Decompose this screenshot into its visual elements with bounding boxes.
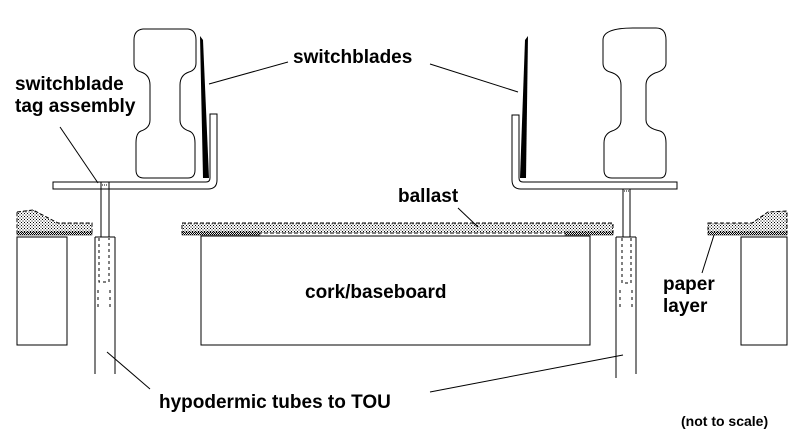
cork-baseboard <box>200 235 591 346</box>
not-to-scale-note: (not to scale) <box>681 413 769 429</box>
right-tag-bracket <box>511 114 678 190</box>
left-hypodermic-tube <box>94 182 116 374</box>
leader-tubes-right <box>429 354 624 393</box>
right-switchblade <box>520 36 528 178</box>
tag-assembly-label: switchblade tag assembly <box>15 74 136 117</box>
leader-ballast <box>457 207 479 228</box>
right-hypodermic-tube <box>615 189 637 378</box>
left-rail <box>133 28 197 179</box>
leader-tag-assembly <box>59 126 99 184</box>
leader-switchblades-right <box>429 63 519 93</box>
paper-layer-label: paper layer <box>663 274 715 317</box>
right-ballast <box>707 210 788 234</box>
cork-baseboard-label: cork/baseboard <box>305 282 447 303</box>
right-baseboard-block <box>740 236 788 346</box>
leader-tubes-left <box>106 351 151 390</box>
leader-paper-layer <box>701 234 715 274</box>
paper-layer-right-strip <box>564 231 614 236</box>
left-tag-bracket <box>52 113 218 190</box>
paper-layer <box>707 231 788 236</box>
left-ballast <box>16 209 93 234</box>
right-rail <box>602 27 667 179</box>
switchblades-label: switchblades <box>293 47 413 68</box>
left-paper-layer <box>16 231 93 236</box>
left-baseboard-block <box>16 236 68 346</box>
leader-switchblades-left <box>208 61 289 85</box>
left-switchblade <box>200 36 209 178</box>
paper-layer-left-strip <box>181 231 261 236</box>
central-ballast <box>181 222 614 234</box>
ballast-label: ballast <box>398 186 459 207</box>
hypodermic-tubes-label: hypodermic tubes to TOU <box>159 392 391 413</box>
